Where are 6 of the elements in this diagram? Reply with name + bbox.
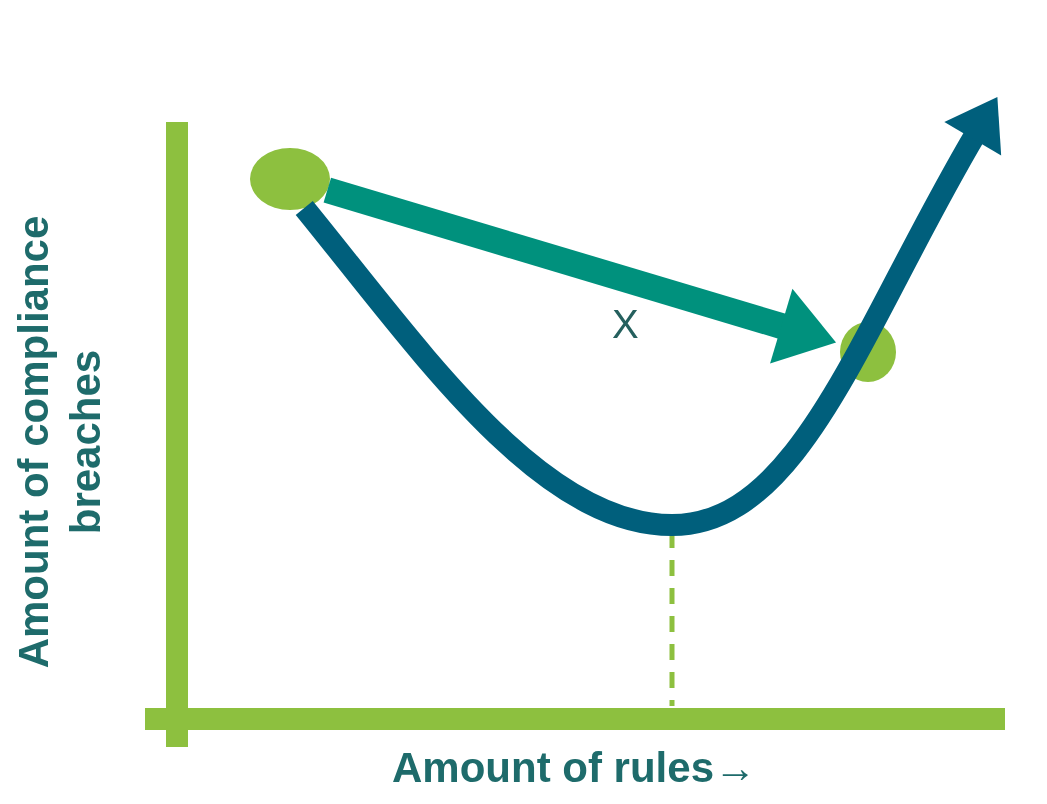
axis-title: Amount of rules→ (392, 743, 756, 793)
axis-title: Amount of compliance breaches (9, 214, 110, 671)
arrow (323, 177, 837, 364)
curve-arrow (295, 96, 1002, 536)
edge-label: X (612, 302, 639, 347)
point-marker (250, 148, 330, 210)
